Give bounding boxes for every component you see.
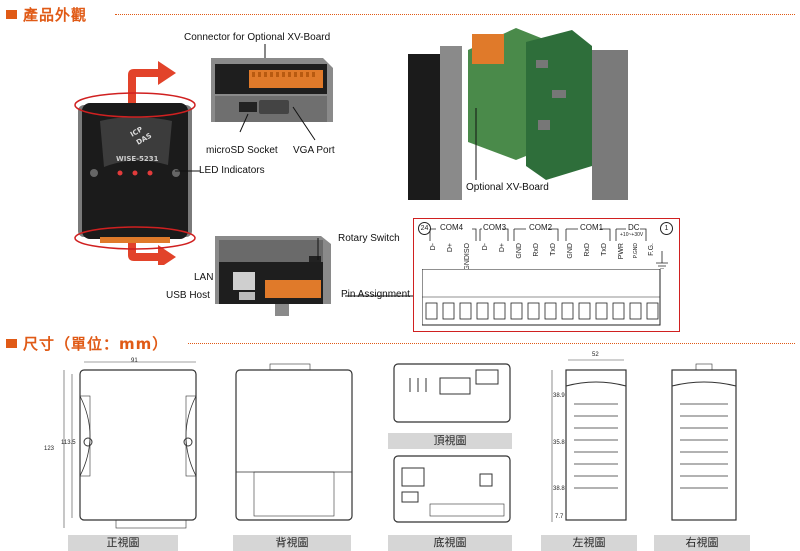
caption-back: 背視圖: [233, 535, 351, 551]
pin-label: D+: [499, 243, 506, 253]
pin-assignment-panel: 24 1 COM4 COM3 COM2 COM1 DC +10~+30V D- …: [413, 218, 680, 332]
pin-group-com4: COM4: [440, 223, 464, 232]
caption-right: 右視圖: [654, 535, 750, 551]
dim-front-width: 91: [131, 358, 138, 364]
caption-left: 左視圖: [541, 535, 637, 551]
section-title-dimensions: 尺寸（單位：mm）: [23, 334, 169, 353]
back-view-drawing: [235, 363, 353, 521]
device-bottom-illustration: [215, 236, 331, 316]
connector-xv-label: Connector for Optional XV-Board: [184, 32, 331, 43]
pin-label: RxD: [584, 243, 591, 257]
caption-front: 正視圖: [68, 535, 178, 551]
section-header-appearance: 產品外觀: [6, 3, 87, 25]
pin-label: RxD: [533, 243, 540, 257]
pin-label: D-: [482, 243, 489, 251]
right-view-drawing: [671, 363, 737, 521]
section-divider: [115, 14, 795, 15]
device-top-illustration: [211, 44, 333, 141]
arrow-up-icon: [128, 61, 176, 115]
pin-label: D-: [430, 243, 437, 251]
dim-side-3: 38.8: [553, 486, 565, 492]
caption-top: 頂視圖: [388, 433, 512, 449]
dim-side-1: 38.9: [553, 393, 565, 399]
rotary-switch-label: Rotary Switch: [338, 233, 400, 244]
dim-side-4: 7.7: [555, 514, 564, 520]
pin-badge-left: 24: [418, 222, 431, 235]
pin-label: GND: [516, 243, 523, 259]
pin-label: GND: [567, 243, 574, 259]
svg-text:WISE-5231: WISE-5231: [116, 155, 159, 163]
pin-badge-right: 1: [660, 222, 673, 235]
microsd-label: microSD Socket: [206, 145, 278, 156]
left-view-drawing: [551, 359, 627, 522]
terminal-block: [422, 269, 661, 326]
section-bullet: [6, 339, 17, 348]
dim-side-width: 52: [592, 352, 599, 358]
bottom-view-drawing: [393, 455, 511, 523]
section-divider: [188, 343, 795, 344]
dim-side-2: 35.8: [553, 440, 565, 446]
pin-label: TxD: [550, 243, 557, 256]
caption-bottom: 底視圖: [388, 535, 512, 551]
usb-host-label: USB Host: [166, 290, 210, 301]
pin-group-com3: COM3: [483, 223, 507, 232]
led-indicators-label: LED Indicators: [199, 165, 265, 176]
section-bullet: [6, 10, 17, 19]
pin-group-com1: COM1: [580, 223, 604, 232]
section-header-dimensions: 尺寸（單位：mm）: [6, 332, 168, 354]
pin-label: GNDISO: [464, 243, 471, 271]
lan-label: LAN: [194, 272, 214, 283]
front-view-drawing: [63, 361, 197, 529]
device-exploded-illustration: [408, 28, 628, 200]
pin-label: TxD: [601, 243, 608, 256]
pin-label: F.G.: [648, 243, 655, 256]
pin-label: PWR: [618, 243, 625, 260]
pin-group-com2: COM2: [529, 223, 553, 232]
arrow-down-icon: [128, 230, 176, 265]
pin-assignment-label: Pin Assignment: [341, 289, 410, 300]
top-view-drawing: [393, 363, 511, 423]
pin-label: D+: [447, 243, 454, 253]
pin-dc-range: +10~+30V: [620, 232, 644, 238]
vga-label: VGA Port: [293, 145, 335, 156]
pin-group-dc: DC: [628, 223, 640, 232]
dim-front-height: 123: [44, 446, 55, 452]
dim-front-inner-height: 113.5: [61, 440, 76, 446]
device-front-illustration: ICP DAS WISE-5231: [74, 61, 196, 265]
optional-xv-label: Optional XV-Board: [466, 182, 549, 193]
pin-label: P.GND: [633, 243, 639, 259]
section-title-appearance: 產品外觀: [23, 5, 88, 24]
